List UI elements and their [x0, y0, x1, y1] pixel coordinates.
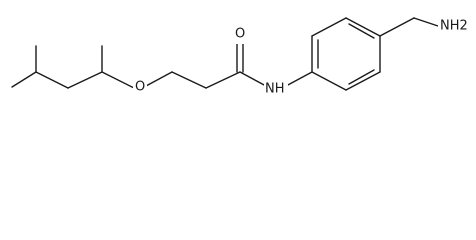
atom-nitrogen-amide: NH — [265, 82, 285, 97]
bond-c4-o — [101, 71, 135, 89]
bond-ch2-n — [413, 17, 439, 27]
bond-c3-c4 — [67, 71, 103, 89]
bond-o-c5 — [145, 71, 173, 87]
bond-ring-ch2 — [379, 17, 415, 37]
bond-c5-c6 — [171, 71, 207, 89]
ring-bond-6 — [311, 71, 347, 91]
ring-bond-5 — [345, 71, 381, 91]
bond-c7-n — [239, 71, 267, 87]
bond-c6-c7 — [205, 71, 241, 89]
atom-oxygen-ether: O — [135, 80, 145, 95]
atom-oxygen-carbonyl: O — [235, 27, 245, 42]
atom-nitrogen-amine: NH2 — [440, 19, 468, 34]
bond-c2-c3 — [35, 71, 69, 89]
structure-canvas: O O NH NH2 — [0, 0, 476, 103]
ring-inner-bond-3 — [348, 69, 375, 85]
ring-bond-3 — [345, 17, 381, 37]
bond-n-ring — [285, 71, 313, 87]
ring-bond-2 — [311, 17, 347, 37]
molecule-diagram: O O NH NH2 — [11, 17, 474, 97]
bond-c1-c2 — [11, 71, 37, 88]
ring-inner-bond-2 — [348, 23, 375, 39]
